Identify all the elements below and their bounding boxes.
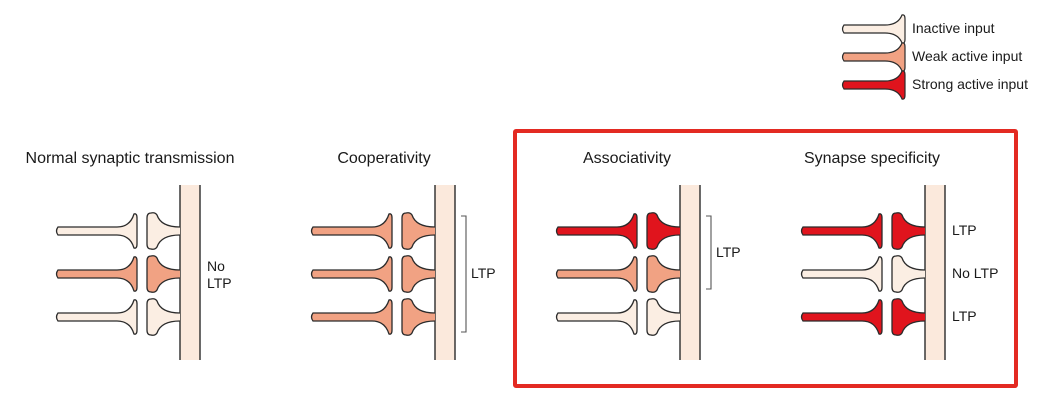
presynaptic-input-strong [800,299,883,335]
synapse-specificity-0 [800,212,926,250]
synapse-cooperativity-2 [310,298,436,336]
panel-title-cooperativity: Cooperativity [337,150,431,167]
result-label-cooperativity: LTP [471,265,496,281]
postsynaptic-spine [891,255,926,293]
result-label-normal: LTP [207,275,232,291]
synapse-normal-0 [55,212,181,250]
presynaptic-input-weak [310,213,393,249]
legend-label-weak: Weak active input [912,48,1023,64]
synapse-specificity-2 [800,298,926,336]
panel-normal [55,185,201,360]
panel-specificity [800,185,946,360]
legend-item-strong [841,70,906,100]
result-label-associativity: LTP [716,243,741,260]
dendrite-associativity [680,185,700,360]
presynaptic-input-inactive [55,299,138,335]
dendrite-cooperativity [435,185,455,360]
presynaptic-input-weak [310,256,393,292]
presynaptic-input-strong [555,213,638,249]
dendrite-normal [180,185,200,360]
synapse-cooperativity-1 [310,255,436,293]
result-label-specificity: No LTP [952,265,999,281]
legend-swatch-inactive [841,14,906,44]
synapse-normal-2 [55,298,181,336]
legend-swatch-strong [841,70,906,100]
legend-item-inactive [841,14,906,44]
presynaptic-input-strong [800,213,883,249]
postsynaptic-spine [646,255,681,293]
synapse-cooperativity-0 [310,212,436,250]
postsynaptic-spine [401,255,436,293]
postsynaptic-spine [646,298,681,336]
presynaptic-input-weak [55,256,138,292]
postsynaptic-spine [146,298,181,336]
panel-title-associativity: Associativity [582,150,672,167]
dendrite-specificity [925,185,945,360]
postsynaptic-spine [891,298,926,336]
synapse-normal-1 [55,255,181,293]
result-bracket [706,215,712,290]
postsynaptic-spine [646,212,681,250]
panel-associativity [555,185,712,360]
postsynaptic-spine [401,212,436,250]
synapse-associativity-0 [555,212,681,250]
panel-cooperativity [310,185,467,360]
result-label-normal: No [207,258,225,274]
highlight-box [513,129,1018,388]
panel-title-specificity: Synapse specificity [803,150,941,167]
postsynaptic-spine [146,255,181,293]
result-bracket [461,215,467,333]
postsynaptic-spine [401,298,436,336]
postsynaptic-spine [146,212,181,250]
postsynaptic-spine [891,212,926,250]
legend-label-strong: Strong active input [912,76,1028,92]
synapse-associativity-1 [555,255,681,293]
result-label-specificity: LTP [952,308,977,324]
presynaptic-input-inactive [555,299,638,335]
presynaptic-input-weak [310,299,393,335]
presynaptic-input-weak [555,256,638,292]
presynaptic-input-inactive [55,213,138,249]
legend-item-weak [841,42,906,72]
panel-title-normal: Normal synaptic transmission [25,150,235,167]
result-label-specificity: LTP [952,222,977,238]
legend-swatch-weak [841,42,906,72]
presynaptic-input-inactive [800,256,883,292]
synapse-associativity-2 [555,298,681,336]
legend-label-inactive: Inactive input [912,20,995,36]
synapse-specificity-1 [800,255,926,293]
